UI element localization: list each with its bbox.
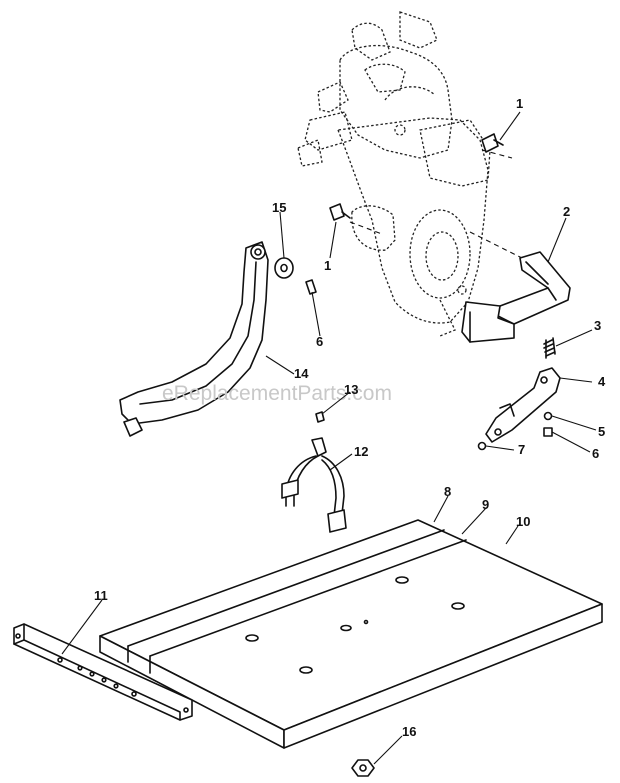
- base-plate: [99, 519, 603, 749]
- washer-15: [274, 257, 294, 279]
- screw-6-right: [543, 427, 553, 437]
- nut-16: [351, 759, 375, 777]
- leader-lines: [61, 111, 597, 765]
- screw-7: [477, 441, 487, 451]
- callout-labels: 1 1 2 3 4 5 6 6 7 8 9 10 11 12 13 14 15 …: [94, 96, 606, 739]
- lever-4: [485, 367, 561, 443]
- callout-15: 15: [272, 200, 286, 215]
- callout-2: 2: [563, 204, 570, 219]
- callout-1-upper: 1: [516, 96, 523, 111]
- callout-4: 4: [598, 374, 606, 389]
- watermark-text: eReplacementParts.com: [162, 382, 392, 405]
- callout-6-left: 6: [316, 334, 323, 349]
- callout-13: 13: [344, 382, 358, 397]
- screw-6-left: [305, 279, 317, 295]
- callout-16: 16: [402, 724, 416, 739]
- arm-14: [119, 241, 269, 437]
- callout-12: 12: [354, 444, 368, 459]
- bolt-1-upper: [481, 133, 504, 153]
- bolt-1-left: [329, 203, 351, 221]
- callout-3: 3: [594, 318, 601, 333]
- callout-11: 11: [94, 588, 108, 603]
- washer-5: [543, 411, 553, 421]
- callout-8: 8: [444, 484, 451, 499]
- callout-9: 9: [482, 497, 489, 512]
- callout-1-left: 1: [324, 258, 331, 273]
- callout-6-right: 6: [592, 446, 599, 461]
- callout-14: 14: [294, 366, 309, 381]
- callout-10: 10: [516, 514, 530, 529]
- callout-7: 7: [518, 442, 525, 457]
- fork-12: [281, 437, 347, 533]
- spring-3: [543, 337, 556, 359]
- screw-13: [315, 411, 325, 423]
- callout-5: 5: [598, 424, 605, 439]
- gearbox-housing-phantom: [297, 11, 491, 337]
- bracket-2: [461, 251, 571, 343]
- mounting-bar-11: [13, 623, 193, 721]
